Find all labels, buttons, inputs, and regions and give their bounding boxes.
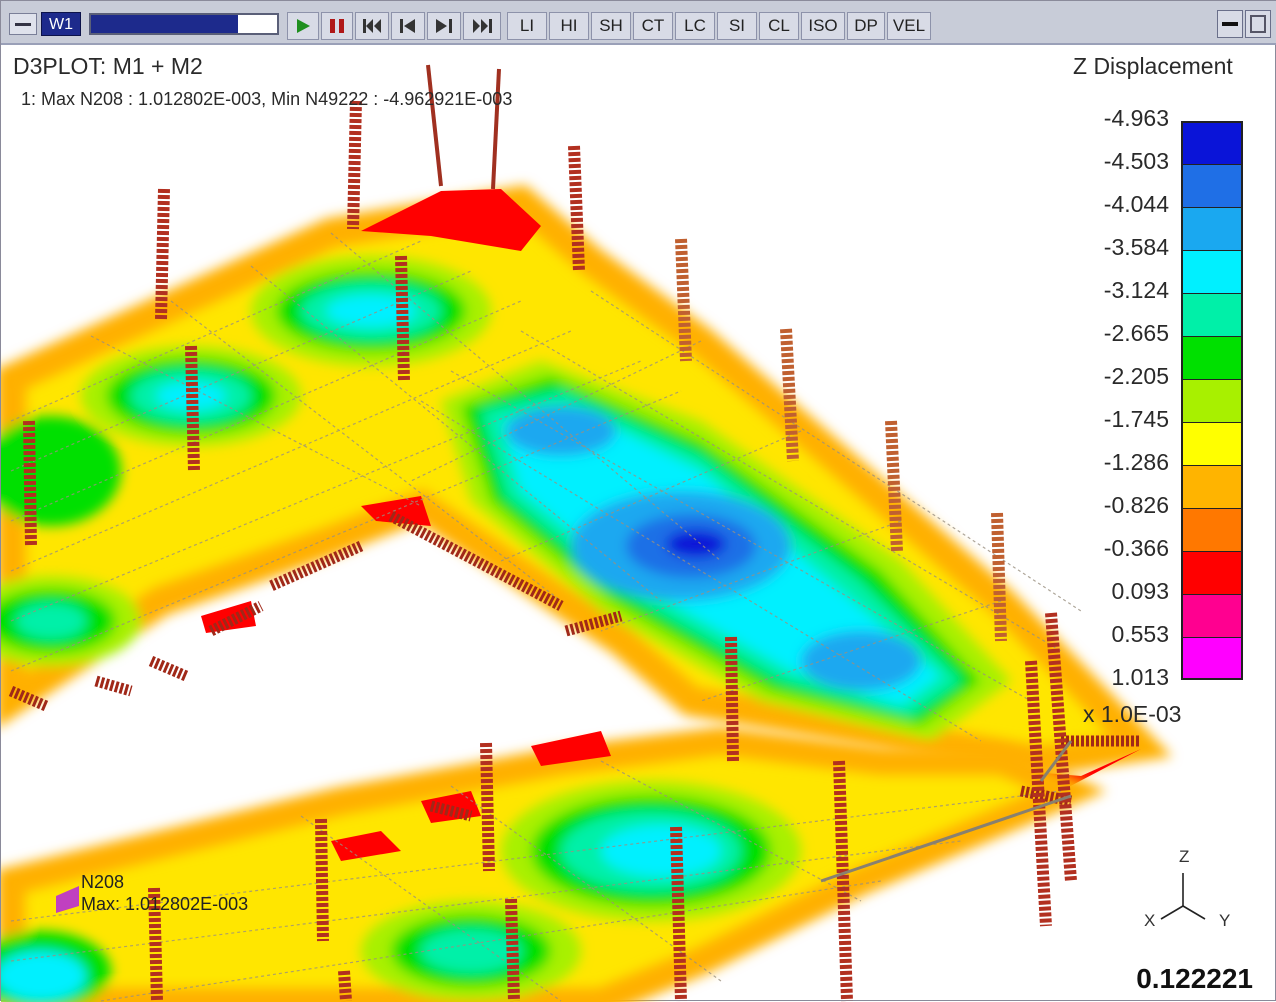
colorbar-level-label: -1.745 [1103,406,1169,432]
progress-fill [91,15,238,33]
axis-triad [1160,873,1206,920]
colorbar-swatch [1181,551,1243,594]
axis-z-label: Z [1179,847,1190,866]
max-node-annotation: N208 Max: 1.012802E-003 [81,871,248,915]
colorbar-level-label: -0.366 [1103,535,1169,561]
lc-button-label: LC [684,16,706,35]
hi-button-label: HI [560,16,578,35]
upper-floor-slab [1,185,1173,791]
li-button[interactable]: LI [507,12,547,40]
colorbar-level-label: 0.553 [1111,621,1169,647]
colorbar-scale-factor: x 1.0E-03 [1083,701,1182,727]
play-icon [297,19,310,33]
ct-button[interactable]: CT [633,12,673,40]
colorbar-level-label: 1.013 [1111,664,1169,690]
colorbar-swatch [1181,293,1243,336]
animation-progress-bar[interactable] [89,13,279,35]
last-frame-icon [473,19,492,33]
max-node-value: Max: 1.012802E-003 [81,894,249,914]
vel-button[interactable]: VEL [887,12,931,40]
colorbar-swatch [1181,508,1243,551]
colorbar-level-label: -4.963 [1103,105,1169,131]
colorbar-level-label: -2.665 [1103,320,1169,346]
toolbar: W1 LI HI SH CT LC SI CL ISO DP VEL [1,1,1276,45]
last-frame-button[interactable] [463,12,501,40]
plot-subtitle: 1: Max N208 : 1.012802E-003, Min N49222 … [21,89,513,109]
colorbar-title: Z Displacement [1073,53,1233,79]
colorbar-level-label: -4.044 [1103,191,1169,217]
colorbar-swatch [1181,121,1243,164]
cl-button-label: CL [768,16,790,35]
structural-members [8,64,1141,1002]
displacement-contour-plot[interactable] [1,45,1276,1002]
colorbar-swatch [1181,465,1243,508]
colorbar-level-label: -3.584 [1103,234,1169,260]
colorbar-level-label: -4.503 [1103,148,1169,174]
dp-button-label: DP [854,16,878,35]
colorbar-swatch [1181,637,1243,680]
plot-title: D3PLOT: M1 + M2 [13,53,203,79]
si-button[interactable]: SI [717,12,757,40]
vel-button-label: VEL [892,16,926,35]
li-button-label: LI [519,16,535,35]
colorbar-swatch [1181,336,1243,379]
ct-button-label: CT [641,16,665,35]
axis-x-label: X [1144,911,1156,930]
lower-floor-slab [1,726,1107,1002]
prev-frame-icon [400,19,415,33]
colorbar-swatch [1181,250,1243,293]
sh-button-label: SH [599,16,623,35]
colorbar-level-label: -1.286 [1103,449,1169,475]
colorbar-level-label: -2.205 [1103,363,1169,389]
minimize-button[interactable] [1217,10,1243,38]
si-button-label: SI [728,16,746,35]
dp-button[interactable]: DP [847,12,885,40]
play-button[interactable] [287,12,319,40]
lc-button[interactable]: LC [675,12,715,40]
colorbar-swatch [1181,594,1243,637]
window-menu-button[interactable] [9,13,37,35]
colorbar-swatch [1181,164,1243,207]
sh-button[interactable]: SH [591,12,631,40]
prev-frame-button[interactable] [391,12,425,40]
next-frame-button[interactable] [427,12,461,40]
iso-button[interactable]: ISO [801,12,845,40]
next-frame-icon [436,19,452,33]
pause-icon [330,19,344,33]
axis-y-label: Y [1219,911,1231,930]
colorbar-level-label: -3.124 [1103,277,1169,303]
colorbar-level-label: 0.093 [1111,578,1169,604]
first-frame-icon [363,19,381,33]
colorbar-swatch [1181,379,1243,422]
pause-button[interactable] [321,12,353,40]
colorbar-swatch [1181,207,1243,250]
time-readout: 0.122221 [1136,963,1253,994]
window-selector[interactable]: W1 [41,12,81,36]
hi-button[interactable]: HI [549,12,589,40]
cl-button[interactable]: CL [759,12,799,40]
iso-button-label: ISO [808,16,838,35]
colorbar-level-label: -0.826 [1103,492,1169,518]
max-node-id: N208 [81,872,125,892]
maximize-button[interactable] [1245,10,1271,38]
first-frame-button[interactable] [355,12,389,40]
colorbar-swatch [1181,422,1243,465]
